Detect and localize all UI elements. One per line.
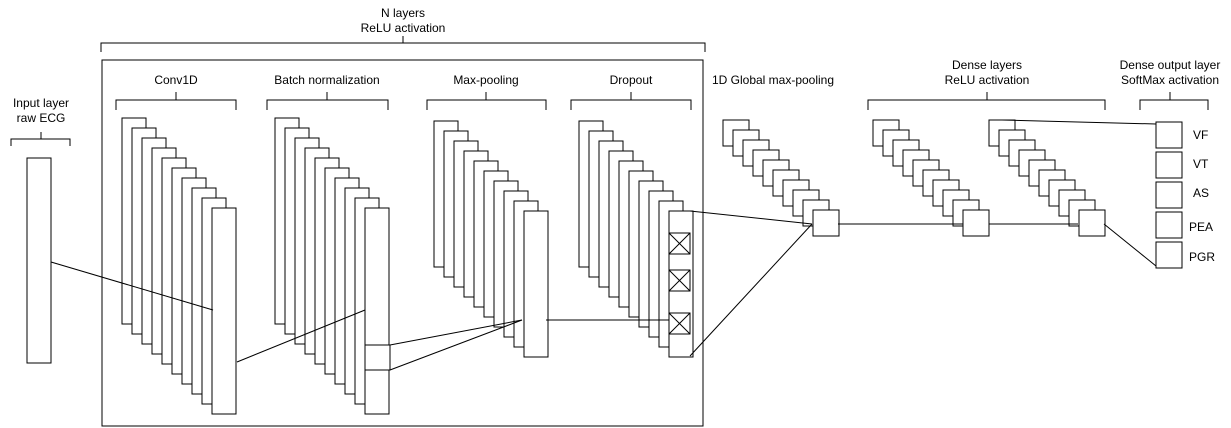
softmax-activation-label: SoftMax activation — [1121, 73, 1219, 87]
conv1d-feature-maps — [121, 117, 237, 415]
dropout-x-mark — [668, 269, 691, 292]
conv1d-brace — [115, 92, 237, 110]
input-raw-label: raw ECG — [17, 111, 66, 125]
conv-to-bn-line — [236, 309, 366, 363]
output-unit — [1155, 151, 1183, 179]
n-layers-activation-label: ReLU activation — [361, 21, 446, 35]
do-to-gmp-line-2 — [689, 223, 813, 357]
dropout-cells — [668, 232, 691, 335]
n-layers-container — [101, 59, 704, 427]
max-pooling-feature-map — [523, 210, 549, 358]
max-pooling-label: Max-pooling — [453, 73, 518, 87]
dense-output-label: Dense output layer — [1120, 58, 1221, 72]
dense2-to-output-top-line — [1001, 119, 1157, 125]
dropout-label: Dropout — [610, 73, 653, 87]
output-unit — [1155, 241, 1183, 269]
output-label-vf: VF — [1193, 128, 1208, 142]
input-layer-block — [26, 157, 52, 364]
dense-activation-label: ReLU activation — [945, 73, 1030, 87]
conv1d-label: Conv1D — [154, 73, 198, 87]
dropout-x-mark — [668, 312, 691, 335]
dense-unit — [1078, 209, 1106, 237]
output-label-vt: VT — [1193, 157, 1209, 171]
connection-lines — [50, 119, 1157, 371]
global-max-pooling-label: 1D Global max-pooling — [712, 73, 834, 87]
output-unit — [1155, 211, 1183, 239]
n-layers-brace — [100, 36, 706, 52]
output-unit — [1155, 181, 1183, 209]
dropout-feature-maps — [578, 120, 694, 358]
batch-norm-highlight-cell — [364, 344, 391, 371]
conv1d-feature-map — [211, 207, 237, 415]
n-layers-label: N layers — [381, 6, 425, 20]
dense2-to-output-bottom-line — [1103, 223, 1157, 267]
output-unit — [1155, 121, 1183, 149]
dense-layer-2-units — [988, 119, 1106, 237]
input-to-conv-line — [50, 261, 214, 311]
max-pooling-feature-maps — [433, 120, 549, 358]
bn-to-mp-line-1 — [389, 319, 523, 346]
dense-layers-label: Dense layers — [952, 58, 1022, 72]
output-label-pgr: PGR — [1189, 250, 1215, 264]
global-max-pooling-unit — [812, 209, 840, 237]
max-pooling-brace — [426, 92, 547, 110]
batch-norm-feature-map — [364, 207, 390, 415]
dropout-brace — [570, 92, 692, 110]
global-max-pooling-feature-maps — [722, 119, 840, 237]
output-label-pea: PEA — [1189, 220, 1213, 234]
input-layer-label: Input layer — [13, 96, 69, 110]
output-label-as: AS — [1193, 186, 1209, 200]
dropout-x-mark — [668, 232, 691, 255]
input-layer-brace — [10, 132, 71, 146]
do-to-gmp-line-1 — [689, 210, 813, 225]
bn-to-mp-line-2 — [389, 319, 523, 371]
batch-norm-brace — [266, 92, 389, 110]
output-units — [1155, 121, 1183, 269]
dense-layers-brace — [867, 92, 1106, 110]
dense-layer-1-units — [872, 119, 990, 237]
dense-unit — [962, 209, 990, 237]
dense-output-brace — [1139, 92, 1209, 110]
batch-norm-label: Batch normalization — [274, 73, 379, 87]
